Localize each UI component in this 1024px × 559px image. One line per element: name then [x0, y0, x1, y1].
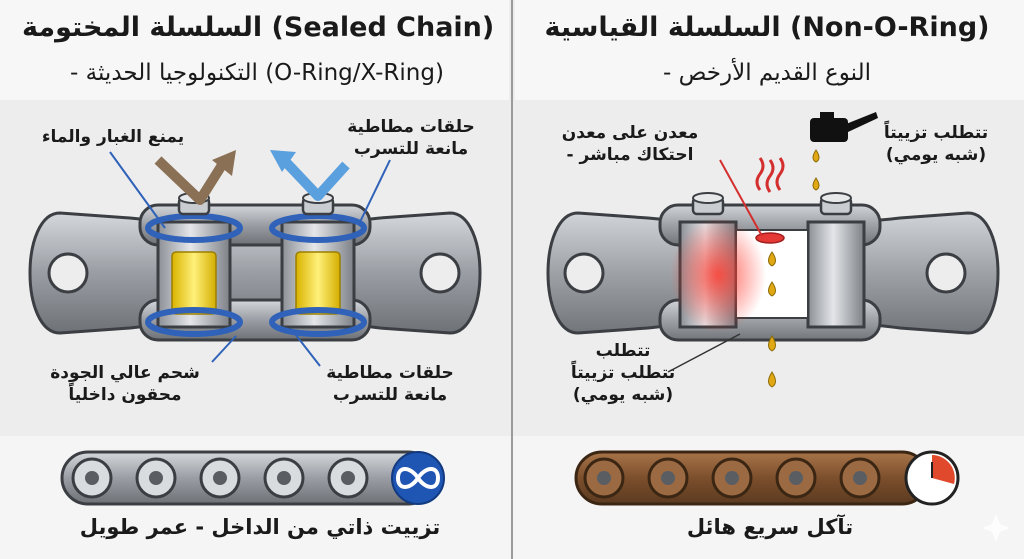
label-grease: شحم عالي الجودة محقون داخلياً — [20, 362, 230, 406]
oil-drops-top — [812, 149, 820, 191]
leader-lube-bottom — [667, 333, 741, 373]
sealed-chain-strip — [60, 450, 445, 506]
oil-drops-gap — [768, 251, 776, 388]
o-ring-bottom-left — [145, 307, 243, 337]
rusty-chain-strip — [574, 450, 960, 506]
label-lube-bottom-line1: تتطلب — [595, 341, 651, 361]
right-subtitle: - النوع القديم الأرخص — [662, 60, 871, 86]
strip-pin — [277, 471, 291, 485]
o-ring-top-right — [269, 213, 367, 243]
strip-pin — [341, 471, 355, 485]
label-rings-top-line2: مانعة للتسرب — [353, 139, 469, 159]
friction-heat-glow — [670, 217, 766, 333]
label-lube-top-line1: تتطلب تزييتاً — [883, 123, 989, 143]
label-grease-line1: شحم عالي الجودة — [50, 363, 200, 383]
label-rings-bottom-line2: مانعة للتسرب — [332, 385, 448, 405]
leader-rings-bottom — [291, 329, 321, 367]
strip-pin — [853, 471, 867, 485]
label-dust-water: يمنع الغبار والماء — [41, 127, 185, 147]
strip-pin — [85, 471, 99, 485]
label-lube-bottom: تتطلب تتطلب تزييتاً (شبه يومي) — [548, 340, 698, 406]
leader-metal — [719, 159, 763, 237]
standard-chain-illustration — [546, 157, 1000, 342]
label-lube-top-line2: (شبه يومي) — [885, 145, 987, 165]
leader-rings-top — [359, 159, 391, 223]
label-rings-bottom: حلقات مطاطية مانعة للتسرب — [300, 362, 480, 406]
label-metal-line2: - احتكاك مباشر — [566, 145, 694, 165]
leader-dust — [109, 151, 166, 229]
strip-pin — [213, 471, 227, 485]
heat-waves-icon — [755, 157, 785, 193]
label-metal-on-metal: معدن على معدن - احتكاك مباشر — [540, 122, 720, 166]
dust-deflect-arrow — [154, 150, 236, 205]
water-deflect-arrow — [270, 150, 350, 201]
label-lube-bottom-line2: تتطلب تزييتاً — [570, 363, 676, 383]
label-metal-line1: معدن على معدن — [561, 123, 699, 143]
strip-pin — [597, 471, 611, 485]
right-title: السلسلة القياسية (Non-O-Ring) — [544, 12, 990, 43]
right-bottom-caption: تآكل سريع هائل — [686, 515, 854, 539]
left-header-band — [0, 0, 509, 100]
label-lube-bottom-line3: (شبه يومي) — [572, 385, 674, 405]
right-header-band — [515, 0, 1024, 100]
label-grease-line2: محقون داخلياً — [68, 385, 182, 405]
sealed-chain-illustration — [28, 192, 482, 342]
grease-fill-left — [171, 251, 217, 315]
strip-pin — [789, 471, 803, 485]
strip-pin — [149, 471, 163, 485]
leader-grease — [211, 335, 237, 363]
grease-fill-right — [295, 251, 341, 315]
left-bottom-caption: تزييت ذاتي من الداخل - عمر طويل — [79, 515, 441, 539]
label-rings-bottom-line1: حلقات مطاطية — [326, 363, 454, 383]
strip-pin — [661, 471, 675, 485]
label-rings-top-line1: حلقات مطاطية — [347, 117, 475, 137]
label-lube-top: تتطلب تزييتاً (شبه يومي) — [866, 122, 1006, 166]
oil-can-icon — [810, 112, 878, 142]
label-rings-top: حلقات مطاطية مانعة للتسرب — [336, 116, 486, 160]
o-ring-top-left — [145, 213, 243, 243]
sparkle-icon — [982, 514, 1010, 542]
strip-pin — [725, 471, 739, 485]
left-subtitle: - التكنولوجيا الحديثة (O-Ring/X-Ring) — [70, 60, 444, 86]
left-title: السلسلة المختومة (Sealed Chain) — [22, 12, 495, 43]
o-ring-bottom-right — [269, 307, 367, 337]
